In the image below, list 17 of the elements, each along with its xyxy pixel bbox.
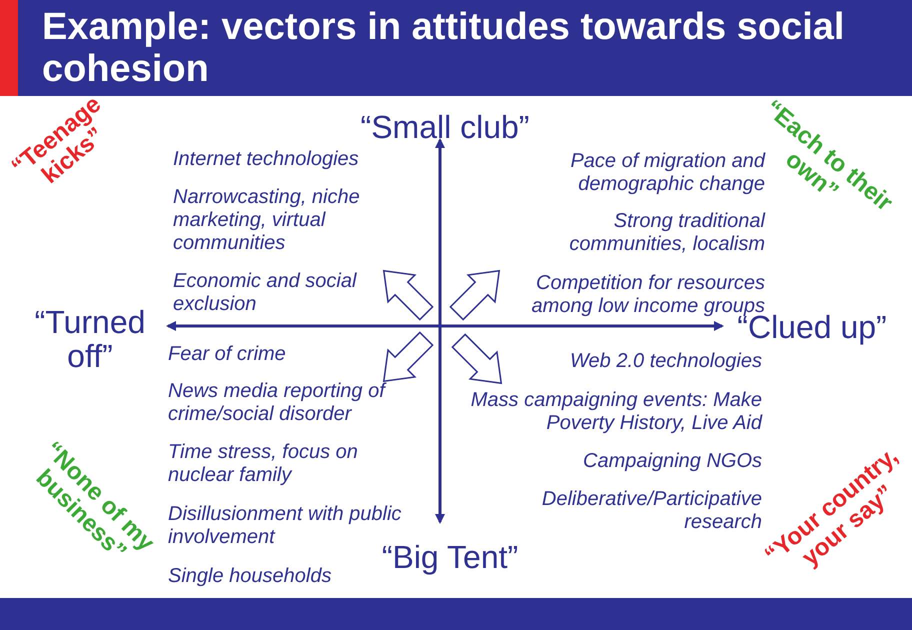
axis-label: “Big Tent” (380, 540, 520, 574)
factor-text: Campaigning NGOs (582, 450, 762, 473)
title: Example: vectors in attitudes towards social cohesion (42, 6, 846, 90)
factor-text: Internet technologies (173, 148, 360, 171)
factor-text: Pace of migration and demographic change (569, 150, 765, 196)
axis-label: “Small club” (360, 110, 530, 144)
factor-text: Narrowcasting, niche marketing, virtual communities (173, 186, 361, 255)
factor-text: Deliberative/Participative research (540, 488, 762, 534)
factor-text: Web 2.0 technologies (569, 350, 762, 373)
axis-label: “Turned off” (34, 305, 146, 373)
factor-text: Strong traditional communities, localism (568, 210, 765, 256)
factor-text: Single households (168, 565, 332, 588)
factor-text: Mass campaigning events: Make Poverty History, Live Aid (470, 389, 762, 435)
factor-text: Time stress, focus on nuclear family (168, 441, 359, 487)
factor-text: Economic and social exclusion (173, 270, 358, 316)
factor-text: Fear of crime (168, 343, 287, 366)
factor-text: News media reporting of crime/social disorder (168, 380, 388, 426)
